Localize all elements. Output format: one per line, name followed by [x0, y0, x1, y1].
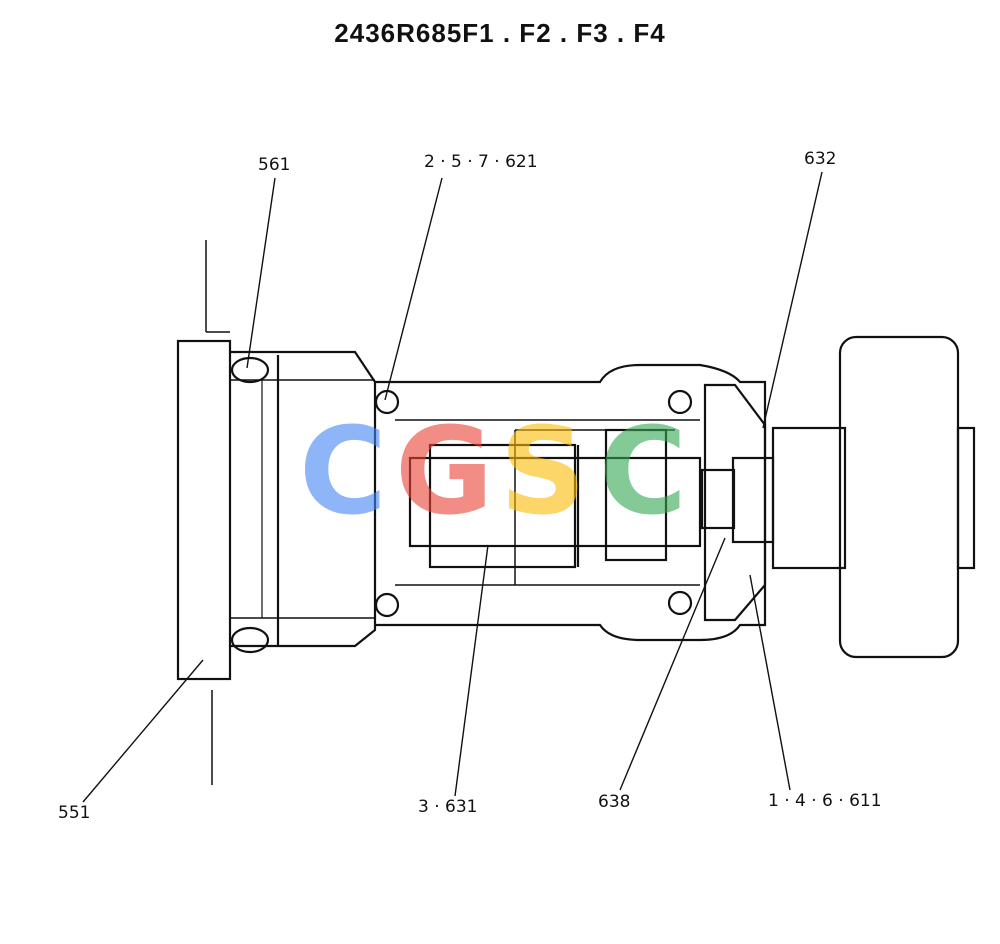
callout-631: 3 · 631 — [418, 797, 478, 817]
drawing-title: 2436R685F1 . F2 . F3 . F4 — [334, 18, 666, 48]
callout-621: 2 · 5 · 7 · 621 — [424, 152, 538, 172]
coupling — [731, 456, 775, 544]
output-shaft — [771, 426, 847, 570]
planet-gear — [428, 443, 577, 569]
main-housing — [230, 350, 377, 648]
callout-632: 632 — [804, 149, 837, 169]
bearing-top-right — [667, 389, 693, 415]
callout-638: 638 — [598, 792, 631, 812]
bearing-bottom-right — [667, 590, 693, 616]
seal-bottom — [230, 626, 270, 654]
end-cover — [703, 383, 767, 622]
motor-end — [956, 426, 976, 570]
motor-body — [838, 335, 960, 659]
flange-plate — [176, 339, 232, 681]
callout-561: 561 — [258, 155, 291, 175]
seal-top — [230, 356, 270, 384]
carrier-outline — [375, 363, 767, 642]
callout-551: 551 — [58, 803, 91, 823]
bearing-bottom-left — [374, 592, 400, 618]
callout-611: 1 · 4 · 6 · 611 — [768, 791, 882, 811]
sun-gear-shaft — [408, 456, 702, 548]
